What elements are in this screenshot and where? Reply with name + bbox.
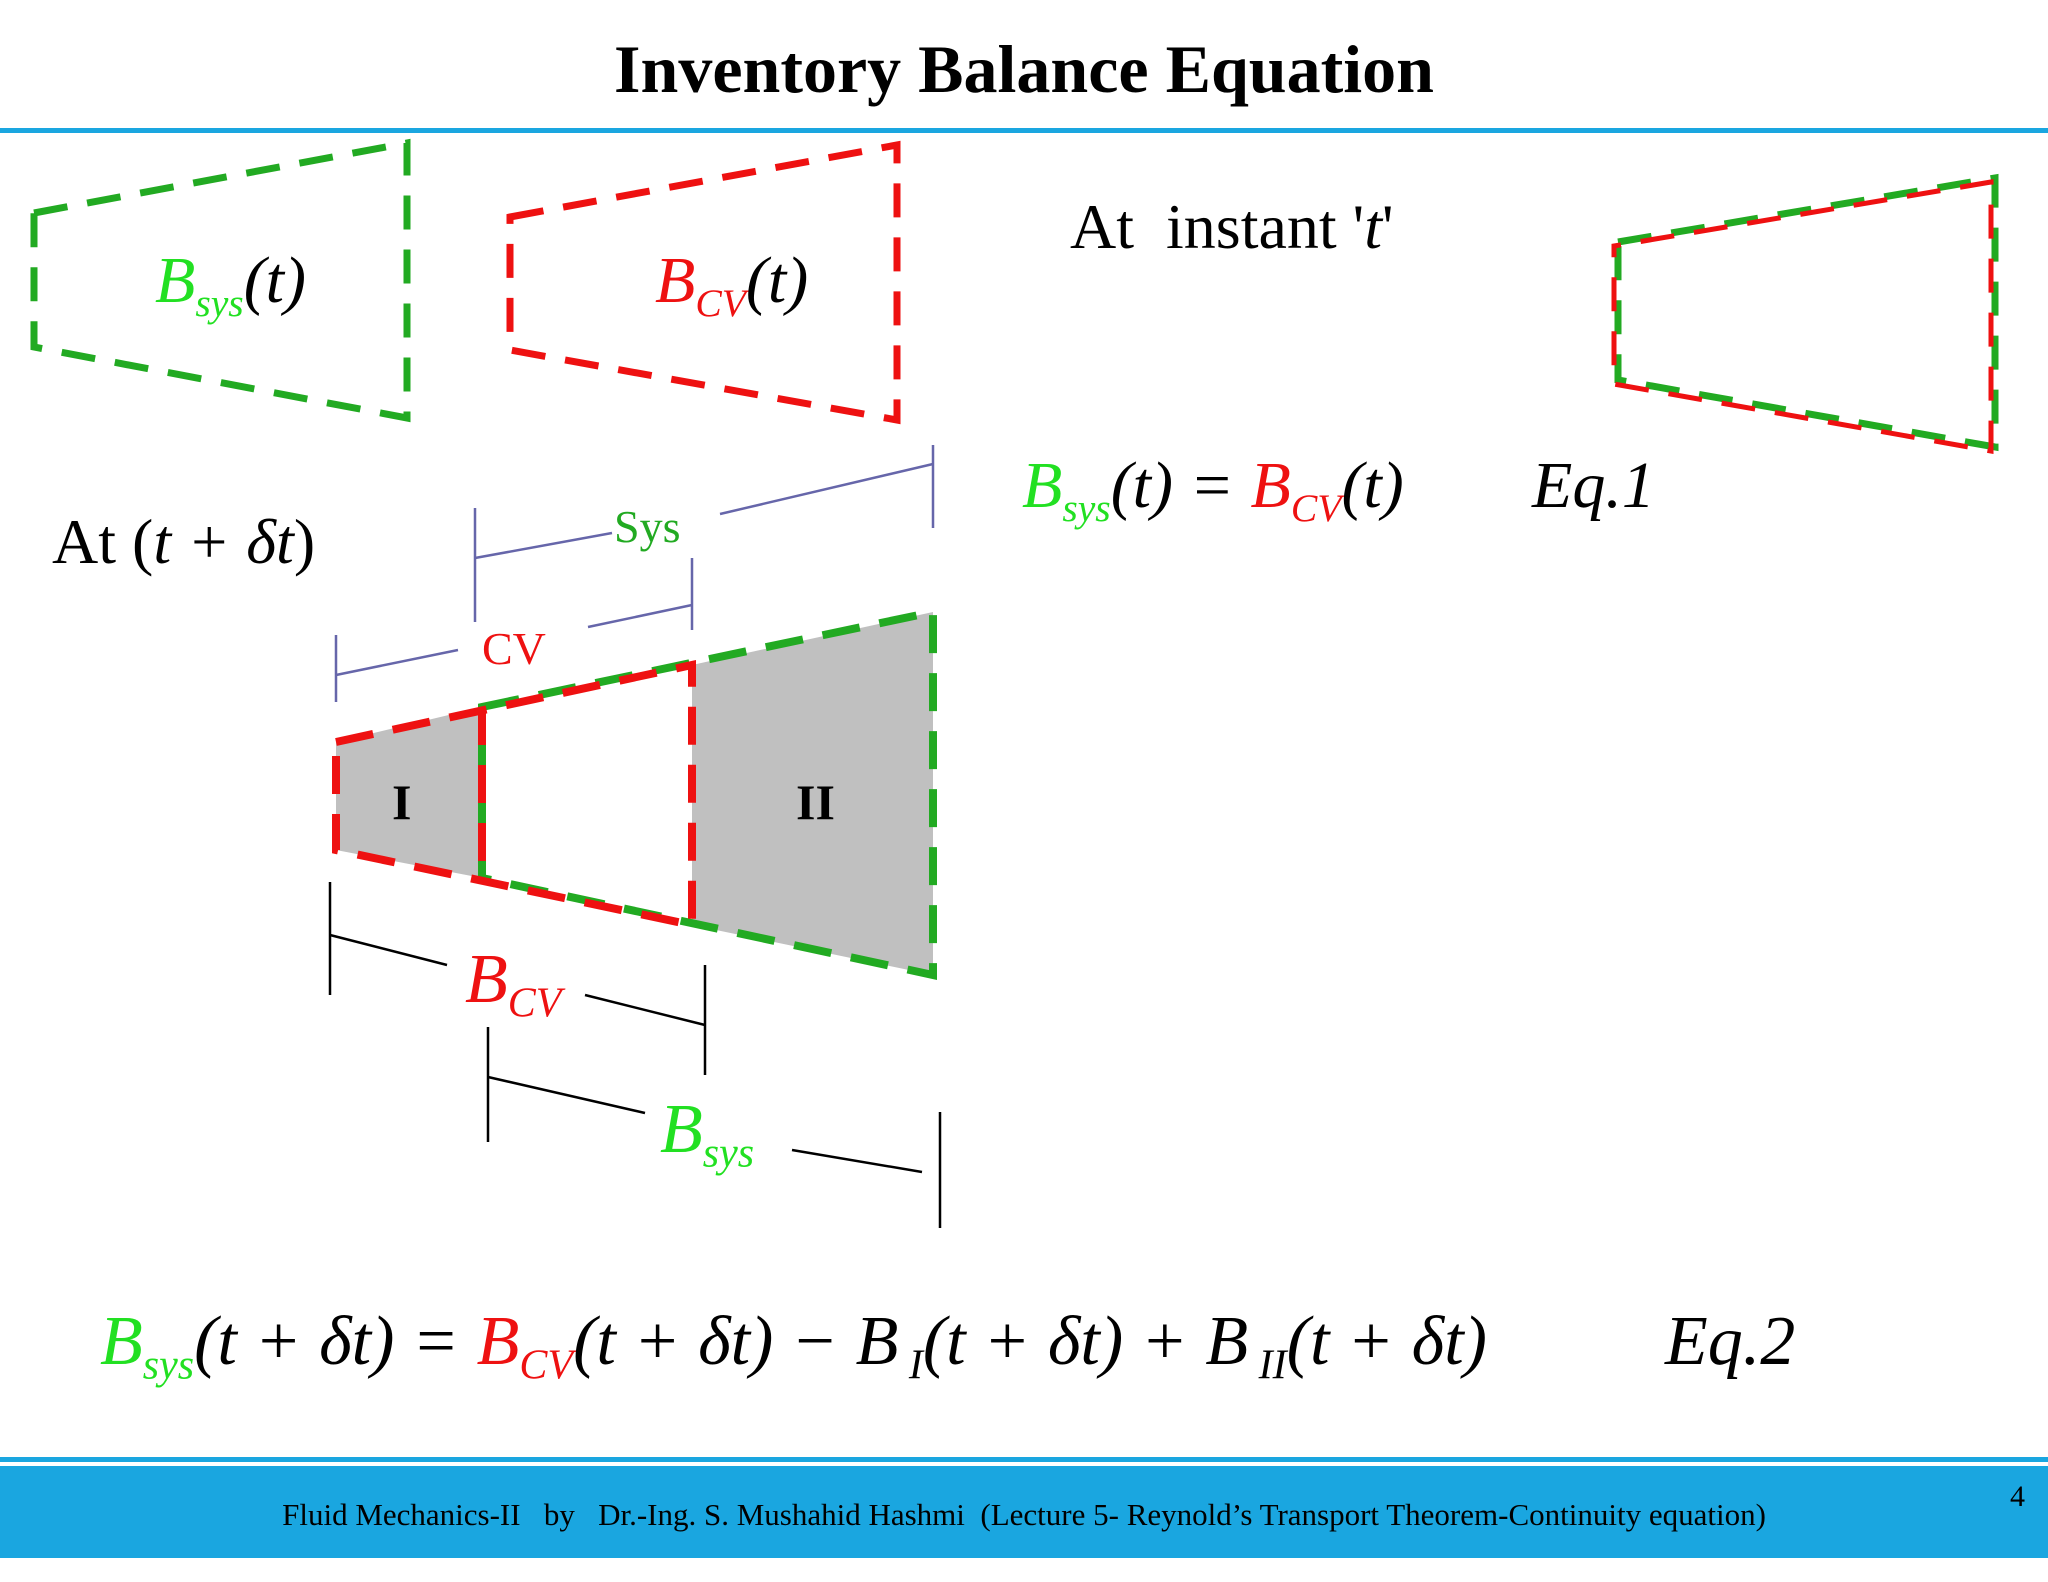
system-boundary-t <box>30 138 411 423</box>
region-two-label: II <box>796 774 835 830</box>
region-two-fill <box>692 612 933 975</box>
equation-1: Bsys(t) = BCV(t) <box>1022 448 1404 531</box>
bcv-t-label: BCV(t) <box>655 243 808 326</box>
footer-rule <box>0 1457 2048 1462</box>
page-number: 4 <box>2010 1480 2025 1513</box>
eq2-t4-base: B <box>1205 1303 1249 1380</box>
bcv-base: B <box>655 244 696 317</box>
footer-band <box>0 1466 2048 1558</box>
eq1-rhs-arg: (t) <box>1341 449 1404 522</box>
cv-boundary-tdt <box>332 660 696 930</box>
bcv-arg: (t) <box>745 244 809 317</box>
eq2-t1-base: B <box>100 1303 143 1380</box>
bsys-base: B <box>155 244 196 317</box>
cv-label: CV <box>482 623 546 674</box>
eq1-rhs-base: B <box>1250 449 1291 522</box>
equation-2: Bsys(t + δt) = BCV(t + δt) − B I(t + δt)… <box>100 1302 1487 1390</box>
sys-dimension <box>473 445 935 622</box>
bsys-bracket-label: Bsys <box>660 1090 754 1178</box>
footer-text: Fluid Mechanics-II by Dr.-Ing. S. Mushah… <box>282 1497 1766 1532</box>
eq2-t3-sub: I <box>898 1342 923 1389</box>
at-dt-var: t + δt <box>153 506 294 577</box>
bsys-bracket <box>486 1027 942 1228</box>
region-one-label: I <box>392 774 412 830</box>
title-divider <box>0 128 2048 133</box>
sys-label: Sys <box>614 501 681 552</box>
eq1-lhs-sub: sys <box>1062 485 1111 530</box>
at-instant-label: At instant 't' <box>1070 190 1394 264</box>
at-instant-var: t <box>1364 191 1382 262</box>
bcv-bracket-sub: CV <box>507 980 562 1027</box>
bsys-t-label: Bsys(t) <box>155 243 306 326</box>
eq2-t1-sub: sys <box>142 1342 195 1389</box>
eq1-rhs-sub: CV <box>1290 485 1342 530</box>
slide-title: Inventory Balance Equation <box>614 31 1434 107</box>
cv-boundary-t <box>506 140 901 425</box>
eq2-t4-arg: (t + δt) <box>1286 1303 1487 1380</box>
eq1-tag: Eq.1 <box>1532 449 1655 522</box>
eq2-t4-sub: II <box>1248 1342 1287 1389</box>
at-instant-prefix: At instant ' <box>1070 191 1365 262</box>
bsys-bracket-base: B <box>660 1091 703 1168</box>
eq1-lhs-base: B <box>1022 449 1063 522</box>
at-instant-suffix: ' <box>1381 191 1394 262</box>
eq2-t1-arg: (t + δt) = <box>194 1303 477 1380</box>
cv-dimension <box>334 558 694 702</box>
eq2-tag: Eq.2 <box>1665 1303 1796 1380</box>
bsys-sub: sys <box>195 280 244 325</box>
eq2-t3-base: B <box>855 1303 899 1380</box>
bsys-bracket-sub: sys <box>702 1130 755 1177</box>
bcv-bracket-label: BCV <box>465 940 561 1028</box>
bcv-bracket-base: B <box>465 941 508 1018</box>
overlap-boundary-red <box>1611 179 1994 454</box>
bsys-arg: (t) <box>243 244 306 317</box>
eq2-t2-sub: CV <box>519 1342 574 1389</box>
overlap-boundary-green <box>1614 173 1999 452</box>
eq2-t3-arg: (t + δt) + <box>922 1303 1206 1380</box>
at-dt-prefix: At ( <box>52 506 154 577</box>
system-boundary-tdt <box>478 607 937 980</box>
eq1-lhs-arg: (t) = <box>1110 449 1251 522</box>
at-dt-suffix: ) <box>293 506 316 577</box>
bcv-bracket <box>328 882 707 1075</box>
eq2-t2-arg: (t + δt) − <box>573 1303 856 1380</box>
eq2-t2-base: B <box>476 1303 520 1380</box>
bcv-sub: CV <box>695 280 746 325</box>
region-one-fill <box>336 707 482 878</box>
at-dt-label: At (t + δt) <box>52 505 315 579</box>
